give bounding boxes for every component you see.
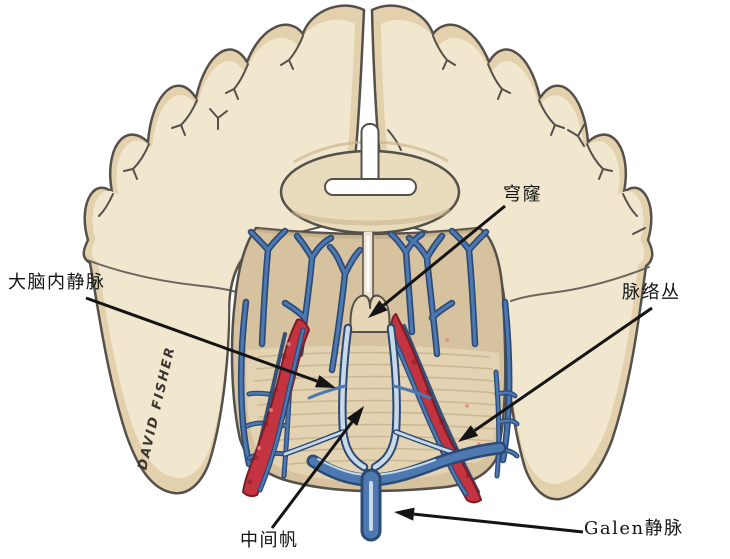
- temporal-crease: [86, 259, 650, 302]
- choroid-plexus: [242, 313, 482, 504]
- vein-of-galen: [306, 441, 507, 542]
- arrow-vein-of-galen: [394, 507, 584, 534]
- label-choroid-plexus: 脉络丛: [622, 282, 681, 303]
- arrow-fornix: [368, 204, 506, 318]
- label-velum-interpositum: 中间帆: [240, 530, 299, 551]
- thalamus-striations: [254, 351, 498, 465]
- arrow-velum-interpositum: [270, 406, 364, 529]
- internal-cerebral-veins: [282, 323, 461, 472]
- sulci-marks: [86, 35, 650, 302]
- corpus-callosum: [279, 123, 461, 235]
- septum-pellucidum: [349, 231, 391, 333]
- arrow-internal-cerebral-vein: [85, 296, 336, 388]
- plexus-texture-dots: [247, 338, 481, 485]
- label-fornix: 穹窿: [503, 184, 542, 205]
- arrow-choroid-plexus: [458, 306, 653, 442]
- fissure-bar: [324, 178, 417, 196]
- label-vein-of-galen: Galen静脉: [584, 518, 684, 539]
- fornix: [349, 294, 391, 333]
- label-internal-cerebral-vein: 大脑内静脉: [8, 272, 106, 293]
- annotation-arrows: [85, 204, 653, 534]
